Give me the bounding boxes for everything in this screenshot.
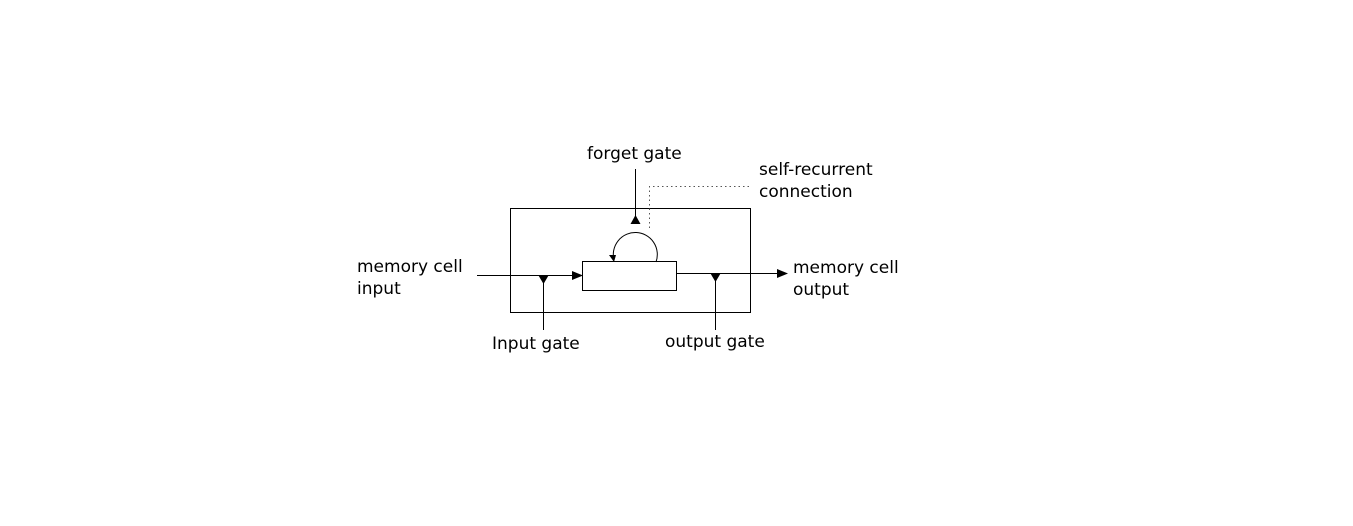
input-gate-label: Input gate bbox=[492, 334, 580, 354]
output-gate-triangle bbox=[710, 273, 721, 282]
memory-block-outline bbox=[510, 208, 751, 313]
forget-gate-label: forget gate bbox=[587, 144, 682, 164]
self-recurrent-label-line1: self-recurrent bbox=[759, 160, 873, 180]
self-recurrent-label-line2: connection bbox=[759, 182, 853, 202]
memory-cell-input-label-line1: memory cell bbox=[357, 257, 463, 277]
self-recurrent-loop bbox=[612, 232, 658, 263]
self-recurrent-leader bbox=[649, 186, 752, 228]
cell-state-box bbox=[582, 261, 677, 291]
self-recurrent-arrowhead bbox=[609, 255, 616, 262]
memory-cell-output-label-line1: memory cell bbox=[793, 258, 899, 278]
output-arrowhead bbox=[777, 269, 788, 278]
memory-cell-output-label-line2: output bbox=[793, 280, 849, 300]
output-gate-label: output gate bbox=[665, 332, 765, 352]
forget-gate-triangle bbox=[630, 215, 641, 224]
input-arrowhead bbox=[572, 271, 583, 280]
input-gate-triangle bbox=[538, 275, 549, 284]
memory-cell-input-label-line2: input bbox=[357, 279, 401, 299]
